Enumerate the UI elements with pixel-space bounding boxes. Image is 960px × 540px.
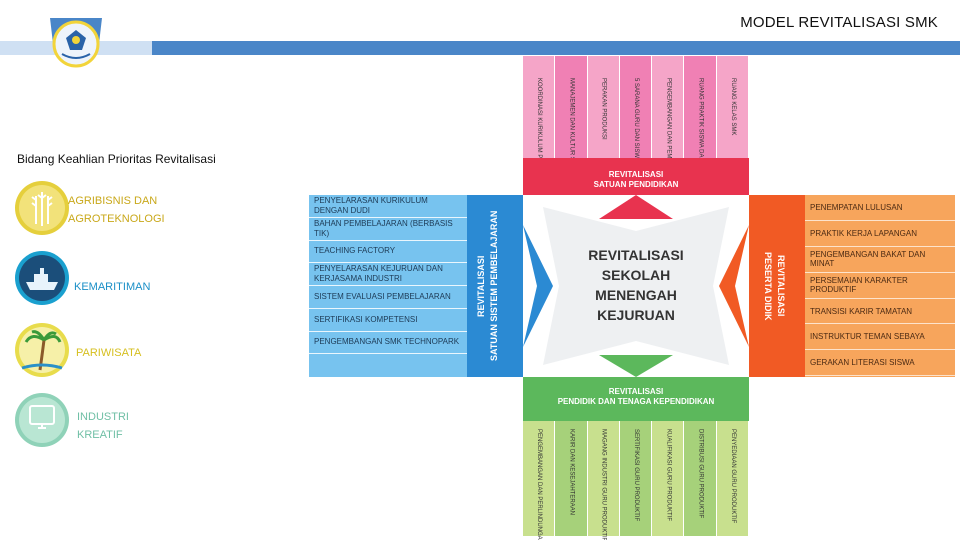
bottom-item: MAGANG INDUSTRI GURU PRODUKTIF [587, 421, 620, 540]
top-item: RUANG KELAS SMK [716, 56, 749, 158]
bottom-item: SERTIFIKASI GURU PRODUKTIF [619, 421, 653, 536]
left-header-line2: SATUAN SISTEM PEMBELAJARAN [489, 210, 499, 362]
right-items: PENEMPATAN LULUSAN PRAKTIK KERJA LAPANGA… [805, 195, 955, 377]
right-header-line1: REVITALISASI [776, 255, 786, 317]
top-item-text: KOORDINASI KURIKULUM PUSAT PROVINSI DAN … [536, 78, 543, 235]
computer-icon [15, 393, 69, 447]
left-item: BAHAN PEMBELAJARAN (BERBASIS TIK) [309, 218, 467, 241]
right-item: PENEMPATAN LULUSAN [805, 195, 955, 221]
star-arrow-shape [523, 195, 749, 377]
bottom-item: DISTRIBUSI GURU PRODUKTIF [684, 421, 717, 536]
left-header-line1: REVITALISASI [476, 255, 486, 317]
bottom-item: KUALIFIKASI GURU PRODUKTIF [652, 421, 685, 536]
tut-wuri-handayani-logo [50, 18, 102, 68]
top-header-line2: SATUAN PENDIDIKAN [593, 180, 679, 189]
bottom-header-line2: PENDIDIK DAN TENAGA KEPENDIDIKAN [557, 397, 715, 406]
top-item-text: RUANG PRAKTIK SISWA DAN RUANG TEORI [697, 78, 704, 206]
bottom-header: REVITALISASI PENDIDIK DAN TENAGA KEPENDI… [523, 377, 749, 421]
sector-label-line1: AGRIBISNIS DAN [68, 195, 158, 207]
left-item: SERTIFIKASI KOMPETENSI [309, 309, 467, 332]
bottom-item-text: MAGANG INDUSTRI GURU PRODUKTIF [600, 429, 607, 540]
subtitle: Bidang Keahlian Prioritas Revitalisasi [17, 152, 216, 166]
right-item: GERAKAN LITERASI SISWA [805, 350, 955, 377]
palm-tree-icon [15, 323, 69, 377]
top-item-text: 5 SARANA GURU DAN SISWA [632, 78, 639, 162]
right-item: PENGEMBANGAN BAKAT DAN MINAT [805, 247, 955, 273]
bottom-item-text: KUALIFIKASI GURU PRODUKTIF [665, 429, 672, 522]
bottom-items: PENGEMBANGAN DAN PERLINDUNGAN KARIR DAN … [523, 421, 749, 540]
bottom-item-text: DISTRIBUSI GURU PRODUKTIF [697, 429, 704, 519]
sector-label-line1: INDUSTRI [77, 411, 129, 423]
top-header: REVITALISASI SATUAN PENDIDIKAN [523, 158, 749, 196]
top-item: PERAKAN PRODUKSI [587, 56, 620, 158]
bottom-item-text: PENYEDIAAN GURU PRODUKTIF [729, 429, 736, 524]
center-line-3: MENENGAH [595, 287, 677, 303]
left-item: PENYELARASAN KURIKULUM DENGAN DUDI [309, 195, 467, 218]
left-item: SISTEM EVALUASI PEMBELAJARAN [309, 286, 467, 309]
top-item-text: RUANG KELAS SMK [729, 78, 736, 136]
bottom-item: PENGEMBANGAN DAN PERLINDUNGAN [523, 421, 556, 540]
top-header-line1: REVITALISASI [608, 170, 664, 179]
right-header-line2: PESERTA DIDIK [763, 251, 773, 321]
bottom-item-text: SERTIFIKASI GURU PRODUKTIF [632, 429, 639, 522]
center-line-4: KEJURUAN [597, 307, 675, 323]
top-item: RUANG PRAKTIK SISWA DAN RUANG TEORI [684, 56, 717, 206]
sector-label-line1: KEMARITIMAN [74, 281, 151, 293]
top-item-text: MANAJEMEN DAN KULTUR SEKOLAH [568, 78, 575, 186]
bottom-item: PENYEDIAAN GURU PRODUKTIF [716, 421, 749, 536]
sector-label-line2: KREATIF [77, 429, 123, 441]
top-item: PENGEMBANGAN DAN PEMANFAATAN SARANA [652, 56, 685, 216]
bottom-item-text: PENGEMBANGAN DAN PERLINDUNGAN [536, 429, 543, 540]
left-item: TEACHING FACTORY [309, 241, 467, 264]
right-item: PRAKTIK KERJA LAPANGAN [805, 221, 955, 247]
top-item-text: PENGEMBANGAN DAN PEMANFAATAN SARANA [665, 78, 672, 216]
bottom-item: KARIR DAN KESEJAHTERAAN [555, 421, 588, 536]
ship-icon [15, 251, 69, 305]
left-header: REVITALISASI SATUAN SISTEM PEMBELAJARAN [467, 195, 523, 377]
right-item: PERSEMAIAN KARAKTER PRODUKTIF [805, 273, 955, 299]
top-item: KOORDINASI KURIKULUM PUSAT PROVINSI DAN … [523, 56, 556, 235]
left-item: PENYELARASAN KEJURUAN DAN KERJASAMA INDU… [309, 263, 467, 286]
left-item: PENGEMBANGAN SMK TECHNOPARK [309, 332, 467, 355]
sector-label-line1: PARIWISATA [76, 347, 142, 359]
right-item: TRANSISI KARIR TAMATAN [805, 299, 955, 325]
top-item: MANAJEMEN DAN KULTUR SEKOLAH [555, 56, 588, 186]
header-bar-right [152, 41, 960, 55]
center-line-1: REVITALISASI [588, 247, 684, 263]
top-item-text: PERAKAN PRODUKSI [600, 78, 607, 140]
sector-label-line2: AGROTEKNOLOGI [68, 213, 165, 225]
bottom-header-line1: REVITALISASI [608, 387, 664, 396]
center-line-2: SEKOLAH [601, 267, 671, 283]
bottom-item-text: KARIR DAN KESEJAHTERAAN [568, 429, 575, 516]
right-header: REVITALISASI PESERTA DIDIK [749, 195, 805, 377]
center-block: REVITALISASI SEKOLAH MENENGAH KEJURUAN [523, 195, 749, 377]
revitalisasi-diagram: KOORDINASI KURIKULUM PUSAT PROVINSI DAN … [309, 56, 955, 540]
left-items: PENYELARASAN KURIKULUM DENGAN DUDI BAHAN… [309, 195, 467, 377]
top-items: KOORDINASI KURIKULUM PUSAT PROVINSI DAN … [523, 56, 749, 235]
top-item: 5 SARANA GURU DAN SISWA [619, 56, 653, 162]
wheat-icon [15, 181, 69, 235]
right-item: INSTRUKTUR TEMAN SEBAYA [805, 324, 955, 351]
slide-title: MODEL REVITALISASI SMK [740, 14, 938, 31]
